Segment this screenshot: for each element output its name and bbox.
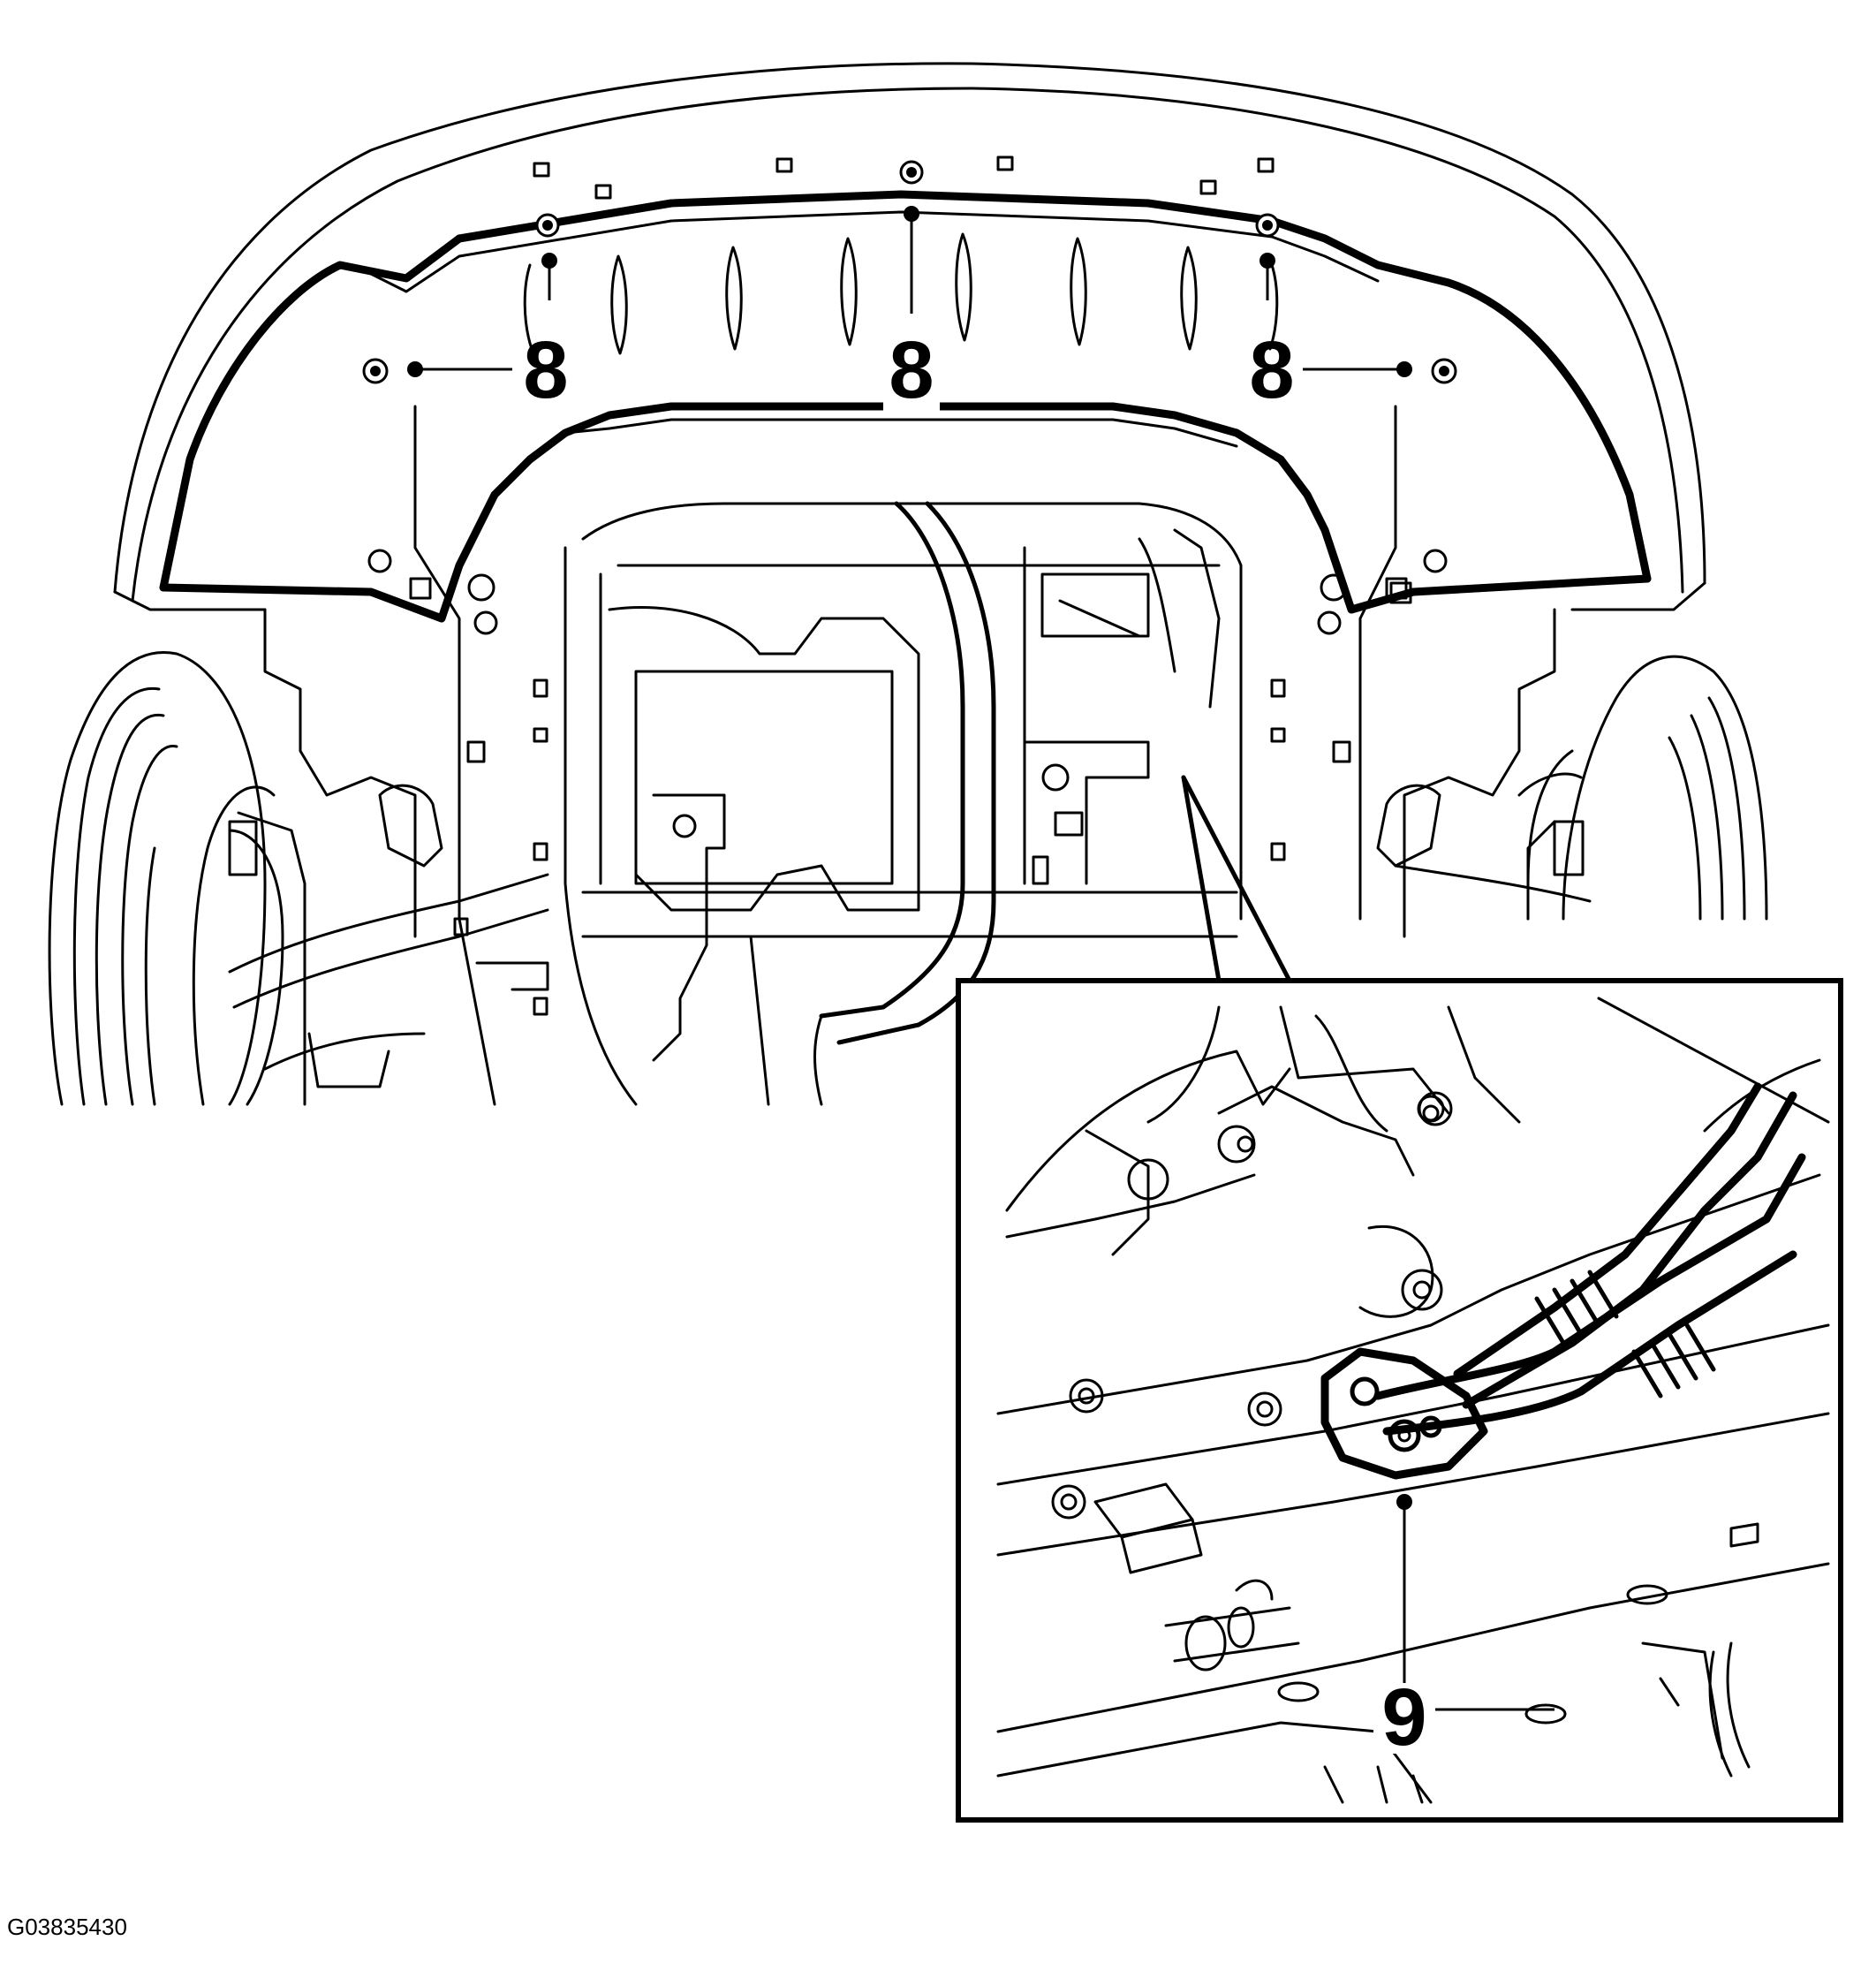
cover-ribs	[523, 232, 1279, 355]
cover-fasteners	[362, 160, 1457, 384]
left-suspension	[228, 549, 549, 1088]
line-fitting-bracket	[1320, 1347, 1488, 1480]
inset-leader	[1181, 775, 1292, 983]
figure-id: G03835430	[7, 1914, 127, 1940]
detail-inset: 9	[956, 978, 1843, 1823]
right-suspension	[1270, 549, 1592, 938]
callout-leaders-8	[415, 216, 1404, 371]
subframe	[413, 405, 1397, 1106]
callout-9: 9	[1381, 1672, 1426, 1763]
right-wheel	[1517, 655, 1768, 921]
left-wheel	[48, 651, 306, 1106]
callout-8-left: 8	[523, 325, 568, 415]
callout-8-right: 8	[1249, 325, 1294, 415]
front-bumper	[113, 62, 1706, 611]
callout-8-center: 8	[889, 325, 934, 415]
